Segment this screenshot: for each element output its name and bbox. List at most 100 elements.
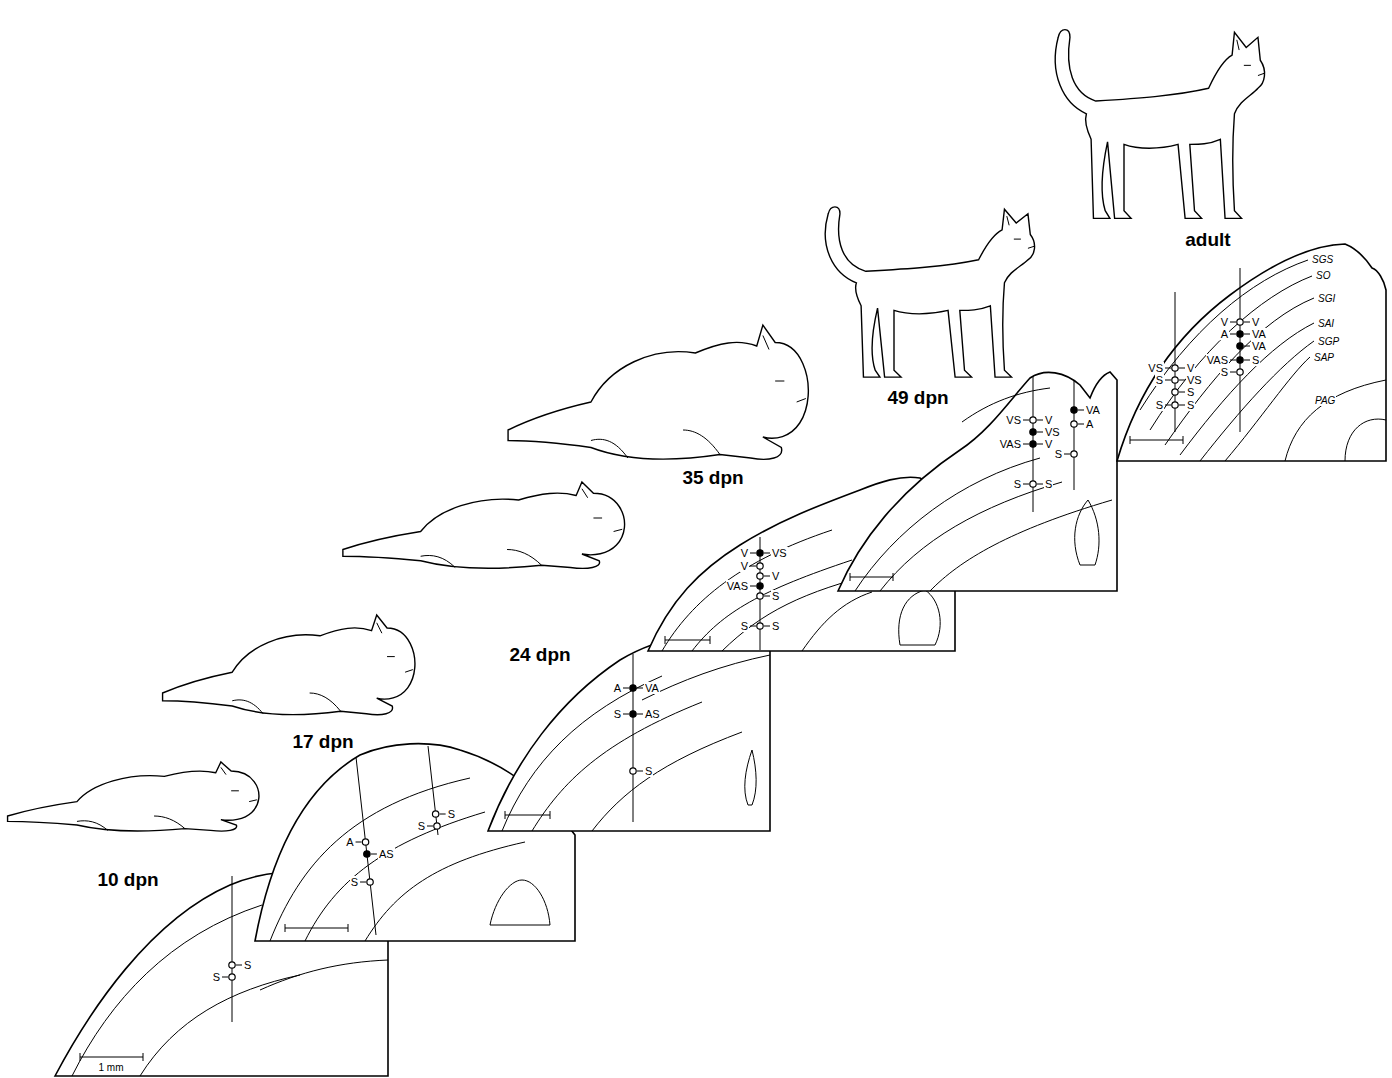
multisensory-site [1030,441,1036,447]
label-tick [623,714,629,715]
response-label: AS [644,708,661,720]
response-label: S [740,620,749,632]
brain-section [488,635,770,831]
electrode-track [1175,292,1176,432]
label-tick [1179,368,1185,369]
layer-boundary [502,655,770,831]
response-label: S [1054,448,1063,460]
label-tick [1165,405,1171,406]
label-tick [750,626,756,627]
age-label: adult [1183,229,1232,251]
label-tick [1023,484,1029,485]
brain-section [838,372,1117,591]
response-label: V [740,560,749,572]
recording-site [229,962,235,968]
label-tick [360,882,366,883]
response-label: VA [1251,340,1267,352]
layer-boundary [270,778,525,941]
recording-site [757,573,763,579]
label-tick [1179,380,1185,381]
response-label: VS [1044,426,1061,438]
label-tick [356,842,362,843]
electrode-track [1240,268,1241,432]
response-label: A [1220,328,1229,340]
ventricle-outline [490,880,550,925]
response-label: VS [1147,362,1164,374]
response-label: S [1044,478,1053,490]
label-tick [764,576,770,577]
label-tick [1230,360,1236,361]
recording-site [757,593,763,599]
recording-site [757,623,763,629]
layer-label: PAG [1314,395,1336,406]
electrode-track [356,757,376,935]
recording-site [1030,417,1036,423]
age-label: 35 dpn [680,467,745,489]
label-tick [1244,322,1250,323]
recording-site [229,974,235,980]
scale-label: 1 mm [98,1062,125,1073]
label-tick [236,965,242,966]
label-tick [764,553,770,554]
label-tick [427,826,433,827]
recording-site [1030,481,1036,487]
layer-label: SO [1315,270,1331,281]
recording-site [432,811,438,817]
label-tick [440,814,446,815]
response-label: V [1220,316,1229,328]
recording-site [1237,319,1243,325]
scale-bar [505,811,550,819]
label-tick [1023,444,1029,445]
label-tick [764,626,770,627]
response-label: A [613,682,622,694]
label-tick [764,596,770,597]
electrode-track [633,654,634,822]
response-label: VAS [999,438,1022,450]
response-label: V [740,547,749,559]
response-label: S [243,959,252,971]
label-tick [1244,360,1250,361]
label-tick [1230,334,1236,335]
label-tick [637,714,643,715]
cat-drawing [825,207,1035,377]
multisensory-site [1237,343,1243,349]
label-tick [1165,368,1171,369]
brain-section [1117,244,1386,461]
cat-drawing [1055,30,1265,219]
recording-site [434,823,440,829]
response-label: V [1186,362,1195,374]
response-label: S [1251,354,1260,366]
label-tick [623,688,629,689]
response-label: VS [1186,374,1203,386]
label-tick [1165,380,1171,381]
scale-bar [850,573,893,581]
kitten-drawing [343,482,625,568]
response-label: AS [378,848,395,860]
label-tick [750,553,756,554]
multisensory-site [1237,331,1243,337]
label-tick [1230,372,1236,373]
layer-boundary [1140,260,1314,461]
electrode-track [1074,380,1075,490]
response-label: VS [1005,414,1022,426]
label-tick [1023,420,1029,421]
recording-site [1237,369,1243,375]
recording-site [1071,421,1077,427]
label-tick [1179,405,1185,406]
response-label: A [1085,418,1094,430]
label-tick [637,688,643,689]
recording-sites [222,268,1250,1022]
label-tick [1037,444,1043,445]
ventricle-outline [899,590,940,645]
scale-bar [80,1053,143,1061]
layer-label: SAP [1313,352,1335,363]
label-tick [1179,392,1185,393]
response-label: S [771,590,780,602]
label-tick [1078,410,1084,411]
recording-site [1172,377,1178,383]
response-label: V [1251,316,1260,328]
multisensory-site [1030,429,1036,435]
